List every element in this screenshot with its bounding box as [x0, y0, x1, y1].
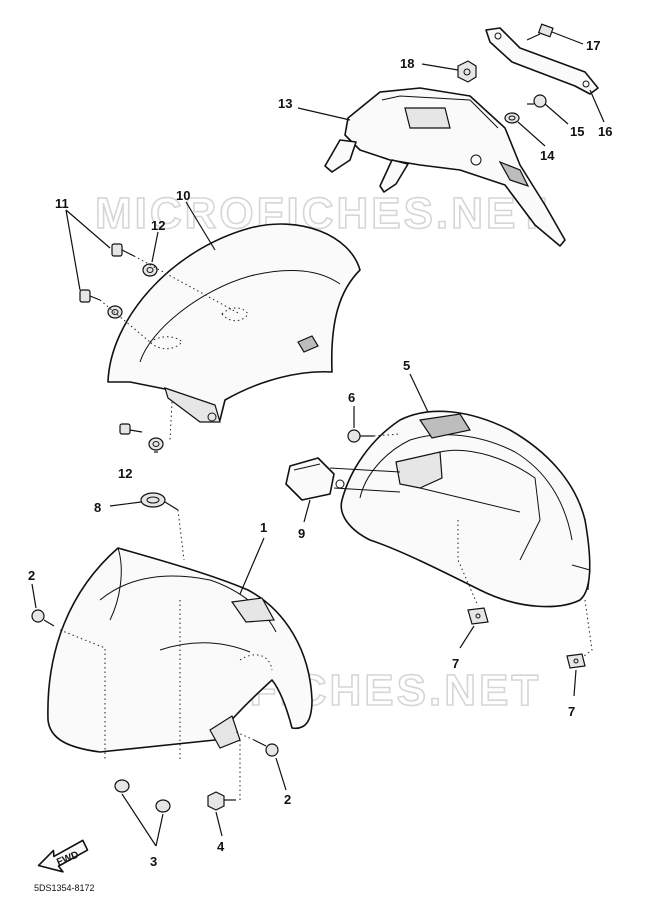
collar-part-12-upper — [142, 263, 158, 277]
collar-part-14 — [504, 112, 520, 124]
callout-8: 8 — [94, 500, 101, 515]
callout-7-left: 7 — [452, 656, 459, 671]
callout-16: 16 — [598, 124, 612, 139]
callout-17: 17 — [586, 38, 600, 53]
collar-part-12-lower — [148, 437, 164, 451]
callout-5: 5 — [403, 358, 410, 373]
relay-part-9 — [285, 457, 345, 501]
callout-3: 3 — [150, 854, 157, 869]
callout-2-left: 2 — [28, 568, 35, 583]
callout-6: 6 — [348, 390, 355, 405]
callout-9: 9 — [298, 526, 305, 541]
bolt-part-12-lower — [119, 423, 143, 435]
callout-12-upper: 12 — [151, 218, 165, 233]
callout-18: 18 — [400, 56, 414, 71]
callout-4: 4 — [217, 839, 225, 854]
bolt-part-11-upper — [111, 243, 135, 257]
callout-1: 1 — [260, 520, 267, 535]
callout-11: 11 — [55, 196, 69, 211]
clip-part-7-right — [566, 653, 586, 669]
callout-2-right: 2 — [284, 792, 291, 807]
diagram-code: 5DS1354-8172 — [34, 883, 95, 893]
fender-part-10 — [107, 223, 361, 423]
callout-7-right: 7 — [568, 704, 575, 719]
bolt-part-11-lower — [79, 289, 101, 303]
bolt-part-2-left — [31, 609, 55, 627]
leader-lines — [31, 31, 605, 847]
bolt-part-4 — [207, 791, 236, 811]
callout-15: 15 — [570, 124, 584, 139]
bolt-part-17 — [526, 23, 554, 41]
bracket-part-16 — [485, 27, 599, 95]
callout-10: 10 — [176, 188, 190, 203]
clip-part-7-left — [467, 607, 489, 625]
grommet-part-3-left — [114, 779, 130, 793]
rear-fender-part-13 — [324, 87, 566, 247]
forward-arrow-icon: FWD — [37, 839, 89, 873]
callout-14: 14 — [540, 148, 555, 163]
screw-part-6 — [347, 429, 374, 443]
fwd-label: FWD — [55, 850, 80, 869]
nut-part-18 — [457, 60, 477, 83]
callout-13: 13 — [278, 96, 292, 111]
cover-part-5 — [340, 410, 591, 608]
guide-part-8 — [140, 492, 179, 511]
fender-part-1 — [47, 547, 313, 760]
callout-12-lower: 12 — [118, 466, 132, 481]
grommet-part-3-right — [155, 799, 171, 813]
bolt-part-15 — [527, 94, 547, 108]
bolt-part-2-right — [253, 739, 279, 757]
